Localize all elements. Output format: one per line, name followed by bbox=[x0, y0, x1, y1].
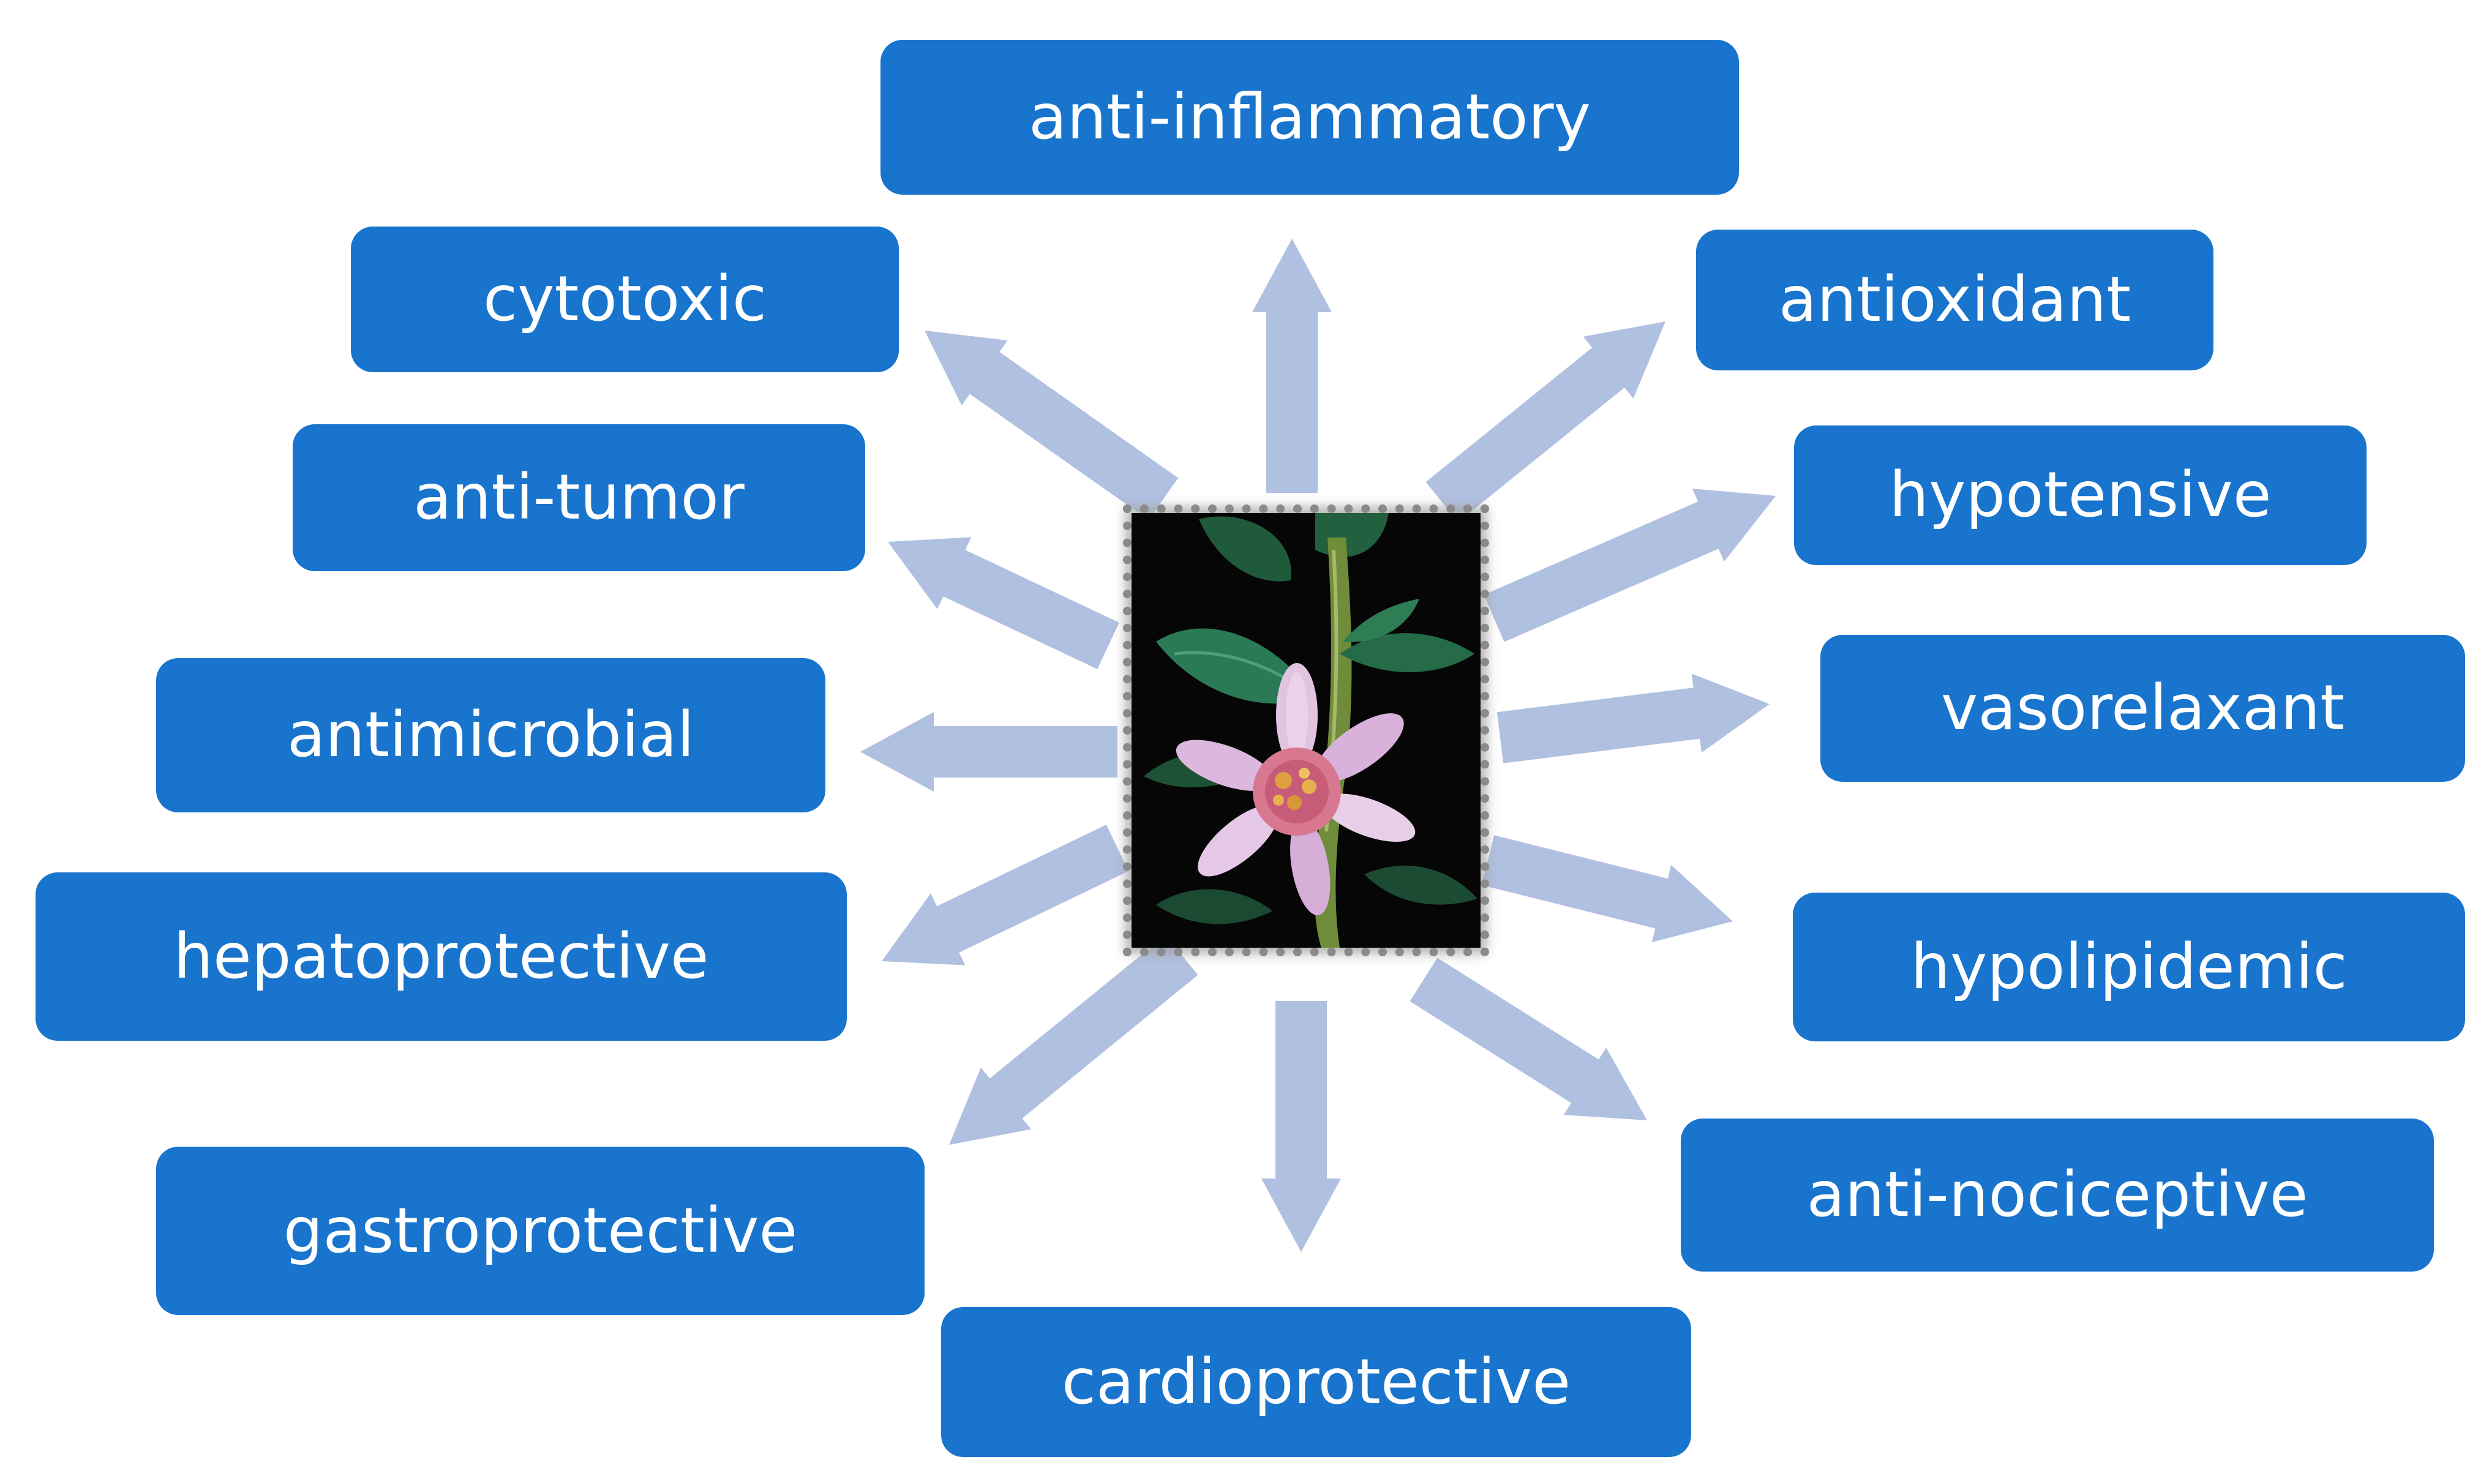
box-cytotoxic: cytotoxic bbox=[351, 227, 899, 372]
arrow-to-antioxidant bbox=[1425, 321, 1665, 522]
box-vasorelaxant: vasorelaxant bbox=[1820, 635, 2465, 782]
arrow-to-antimicrobial bbox=[860, 712, 1117, 792]
box-anti-nociceptive: anti-nociceptive bbox=[1681, 1119, 2434, 1272]
label-gastroprotective: gastroprotective bbox=[283, 1194, 798, 1267]
label-hypotensive: hypotensive bbox=[1889, 459, 2272, 531]
label-cardioprotective: cardioprotective bbox=[1061, 1345, 1571, 1418]
box-gastroprotective: gastroprotective bbox=[156, 1147, 925, 1315]
box-antioxidant: antioxidant bbox=[1696, 230, 2213, 370]
arrow-to-hepatoprotective bbox=[882, 825, 1129, 965]
arrow-to-anti-nociceptive bbox=[1410, 957, 1647, 1120]
arrow-to-hypotensive bbox=[1484, 489, 1776, 642]
label-anti-nociceptive: anti-nociceptive bbox=[1806, 1158, 2308, 1231]
box-hepatoprotective: hepatoprotective bbox=[36, 872, 847, 1041]
arrow-to-vasorelaxant bbox=[1496, 673, 1770, 763]
flower-image bbox=[1132, 513, 1481, 948]
box-anti-tumor: anti-tumor bbox=[293, 424, 865, 571]
label-anti-inflammatory: anti-inflammatory bbox=[1029, 80, 1591, 154]
label-antioxidant: antioxidant bbox=[1778, 263, 2131, 336]
plant-photo bbox=[1123, 504, 1489, 956]
label-hypolipidemic: hypolipidemic bbox=[1910, 930, 2348, 1003]
arrow-to-gastroprotective bbox=[949, 935, 1198, 1145]
box-hypotensive: hypotensive bbox=[1794, 425, 2367, 565]
arrow-to-anti-inflammatory bbox=[1252, 239, 1332, 493]
arrow-to-cytotoxic bbox=[925, 331, 1179, 520]
label-hepatoprotective: hepatoprotective bbox=[173, 920, 709, 993]
box-antimicrobial: antimicrobial bbox=[156, 658, 825, 812]
label-vasorelaxant: vasorelaxant bbox=[1940, 672, 2345, 744]
arrow-to-hypolipidemic bbox=[1481, 835, 1733, 942]
label-cytotoxic: cytotoxic bbox=[483, 263, 767, 335]
arrow-to-anti-tumor bbox=[888, 537, 1119, 669]
box-hypolipidemic: hypolipidemic bbox=[1793, 893, 2465, 1041]
label-anti-tumor: anti-tumor bbox=[413, 461, 745, 534]
box-anti-inflammatory: anti-inflammatory bbox=[880, 40, 1739, 195]
arrow-to-cardioprotective bbox=[1261, 1001, 1341, 1252]
box-cardioprotective: cardioprotective bbox=[941, 1307, 1691, 1457]
label-antimicrobial: antimicrobial bbox=[287, 699, 695, 771]
